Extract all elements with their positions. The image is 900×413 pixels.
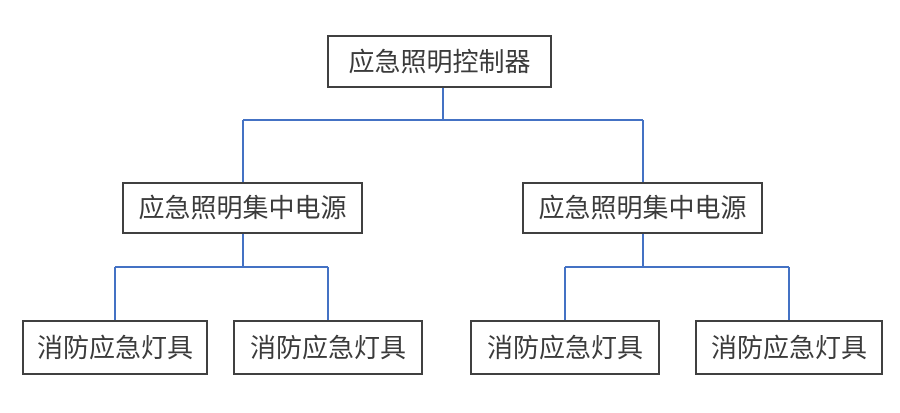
node-label: 消防应急灯具 (249, 332, 406, 363)
node-emergency-lighting-controller: 应急照明控制器 (327, 35, 552, 88)
node-label: 应急照明集中电源 (138, 193, 347, 223)
node-label: 应急照明集中电源 (538, 193, 747, 223)
node-fire-emergency-lamp-3: 消防应急灯具 (470, 320, 660, 375)
node-fire-emergency-lamp-1: 消防应急灯具 (22, 320, 208, 375)
node-label: 消防应急灯具 (486, 332, 643, 363)
node-label: 消防应急灯具 (710, 332, 867, 363)
node-label: 消防应急灯具 (36, 332, 193, 363)
node-fire-emergency-lamp-2: 消防应急灯具 (233, 320, 423, 375)
node-fire-emergency-lamp-4: 消防应急灯具 (695, 320, 883, 375)
node-centralized-power-right: 应急照明集中电源 (522, 182, 763, 234)
node-label: 应急照明控制器 (348, 46, 531, 77)
node-centralized-power-left: 应急照明集中电源 (122, 182, 363, 234)
